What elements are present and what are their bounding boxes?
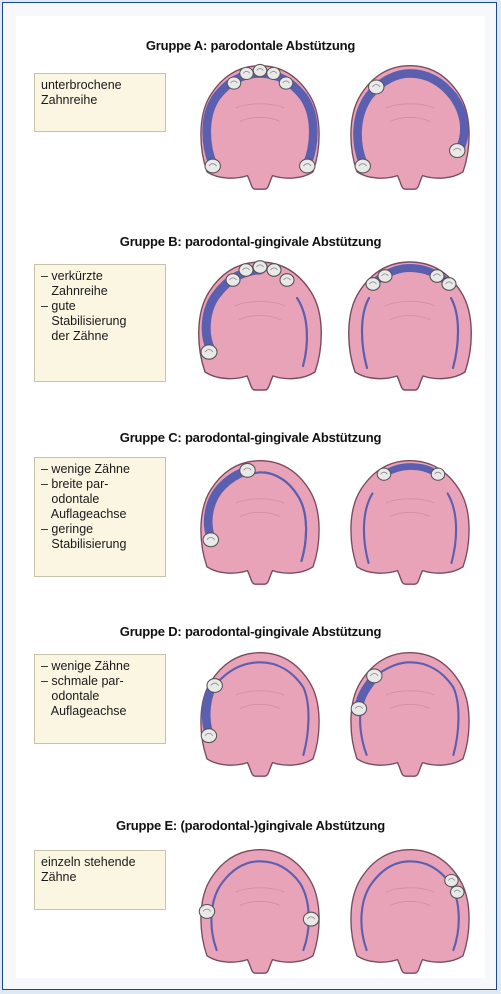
group-b-note-line-5: der Zähne <box>41 329 159 344</box>
tooth <box>226 274 240 287</box>
palate-shape <box>351 461 469 584</box>
group-d-note-line-3: odontale <box>41 689 159 704</box>
palate-shape <box>201 653 319 776</box>
group-e-note-line-2: Zähne <box>41 870 159 885</box>
group-b-note-line-2: Zahnreihe <box>41 284 159 299</box>
group-a-denture-left <box>185 58 335 193</box>
group-c-note-line-6: Stabilisierung <box>41 537 159 552</box>
tooth <box>227 77 241 89</box>
group-d-note-line-4: Auflageachse <box>41 704 159 719</box>
group-c-note-line-1: – wenige Zähne <box>41 462 159 477</box>
group-c-title: Gruppe C: parodontal-gingivale Abstützun… <box>0 430 501 445</box>
group-e-denture-left <box>185 842 335 977</box>
group-c-note-line-4: Auflageachse <box>41 507 159 522</box>
group-c-note-line-3: odontale <box>41 492 159 507</box>
group-e-note-line-1: einzeln stehende <box>41 855 159 870</box>
tooth <box>369 80 384 94</box>
tooth <box>253 261 267 274</box>
palate-shape <box>201 461 319 584</box>
tooth <box>450 144 465 158</box>
group-a-title: Gruppe A: parodontale Abstützung <box>0 38 501 53</box>
tooth <box>355 159 370 173</box>
group-b-note: – verkürzte Zahnreihe – gute Stabilisier… <box>34 264 166 382</box>
group-d-note-line-1: – wenige Zähne <box>41 659 159 674</box>
group-d-title: Gruppe D: parodontal-gingivale Abstützun… <box>0 624 501 639</box>
group-a-note-line-1: unterbrochene <box>41 78 159 93</box>
tooth <box>205 159 220 173</box>
clasp-bar <box>206 689 211 733</box>
group-b-denture-right <box>335 254 485 394</box>
tooth <box>430 270 444 283</box>
tooth <box>366 278 380 291</box>
group-e-denture-right <box>335 842 485 977</box>
group-c-denture-left <box>185 453 335 588</box>
group-a-note: unterbrochene Zahnreihe <box>34 73 166 132</box>
tooth <box>267 264 281 277</box>
tooth <box>351 702 366 716</box>
group-d-note-line-2: – schmale par- <box>41 674 159 689</box>
group-c-denture-right <box>335 453 485 588</box>
tooth <box>201 729 216 743</box>
group-b-note-line-4: Stabilisierung <box>41 314 159 329</box>
tooth <box>240 463 255 477</box>
group-b-title: Gruppe B: parodontal-gingivale Abstützun… <box>0 234 501 249</box>
tooth <box>303 912 318 926</box>
group-b-note-line-1: – verkürzte <box>41 269 159 284</box>
group-b-denture-left <box>185 254 335 394</box>
group-c-note: – wenige Zähne – breite par- odontale Au… <box>34 457 166 577</box>
tooth <box>267 67 281 79</box>
palate-shape <box>201 850 319 973</box>
tooth <box>431 468 445 480</box>
tooth <box>207 679 222 693</box>
group-c-note-line-5: – geringe <box>41 522 159 537</box>
group-c-note-line-2: – breite par- <box>41 477 159 492</box>
tooth <box>240 67 254 79</box>
palate-shape <box>351 850 469 973</box>
group-d-denture-right <box>335 645 485 780</box>
tooth <box>199 904 214 918</box>
tooth <box>451 886 465 898</box>
tooth <box>253 64 267 76</box>
tooth <box>279 77 293 89</box>
palate-shape <box>199 262 322 390</box>
group-d-note: – wenige Zähne – schmale par- odontale A… <box>34 654 166 744</box>
group-d-denture-left <box>185 645 335 780</box>
group-a-denture-right <box>335 58 485 193</box>
tooth <box>203 533 218 547</box>
tooth <box>377 468 391 480</box>
group-b-note-line-3: – gute <box>41 299 159 314</box>
tooth <box>445 874 459 886</box>
group-e-title: Gruppe E: (parodontal-)gingivale Abstütz… <box>0 818 501 833</box>
tooth <box>442 278 456 291</box>
tooth <box>367 669 382 683</box>
group-a-note-line-2: Zahnreihe <box>41 93 159 108</box>
tooth <box>239 264 253 277</box>
tooth <box>280 274 294 287</box>
tooth <box>378 270 392 283</box>
tooth <box>201 345 217 359</box>
tooth <box>300 159 315 173</box>
group-e-note: einzeln stehende Zähne <box>34 850 166 910</box>
